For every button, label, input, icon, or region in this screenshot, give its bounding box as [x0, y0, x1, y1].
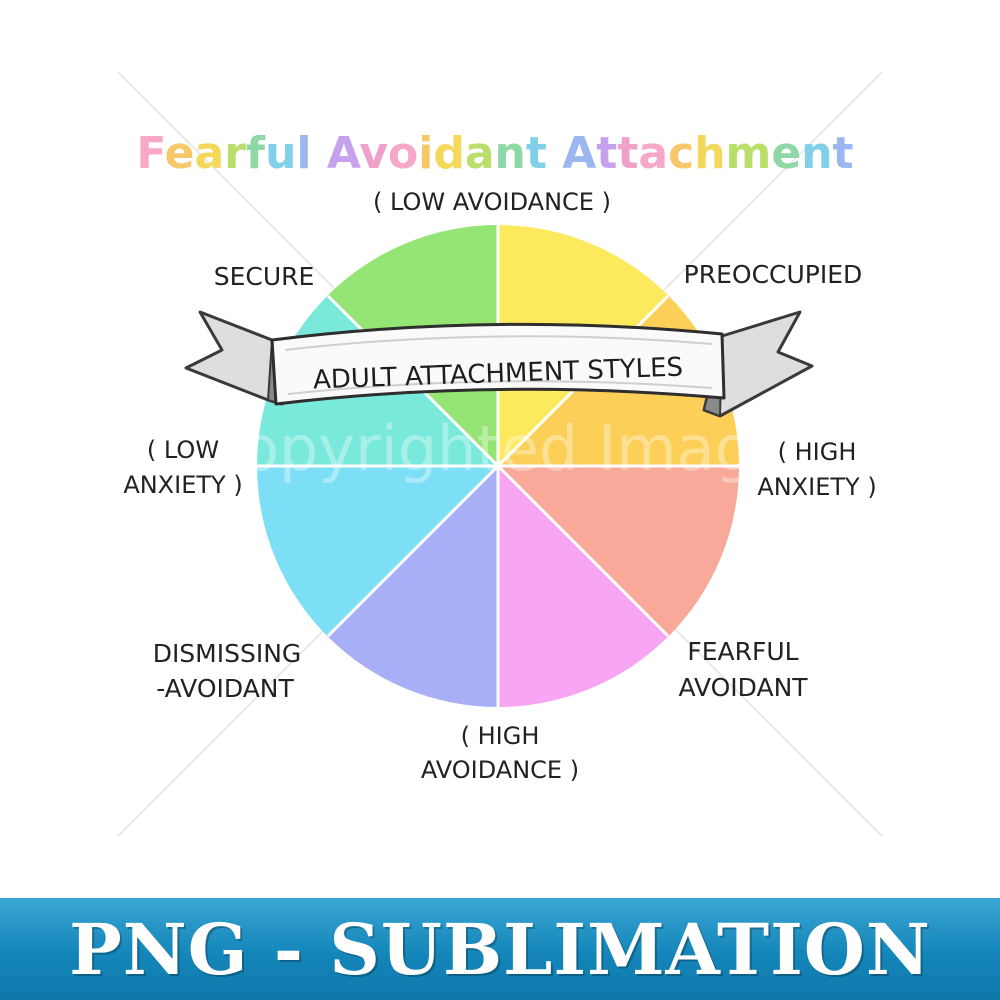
label-high-avoidance-line1: ( HIGH	[461, 722, 540, 750]
label-fearful-line2: AVOIDANT	[678, 673, 808, 702]
label-dismissing-line1: DISMISSING	[153, 639, 302, 668]
label-high-anxiety-line1: ( HIGH	[778, 438, 857, 466]
banner-ribbon	[184, 310, 814, 418]
label-secure: SECURE	[214, 262, 315, 291]
label-fearful-line1: FEARFUL	[687, 637, 798, 666]
watermark-text: Copyrighted Image	[198, 412, 792, 485]
diagram-title: Fearful Avoidant Attachment	[136, 128, 853, 179]
footer-banner: PNG - SUBLIMATION	[0, 898, 1000, 1000]
footer-text: PNG - SUBLIMATION	[69, 907, 931, 991]
label-dismissing-line2: -AVOIDANT	[156, 674, 294, 703]
label-high-avoidance-line2: AVOIDANCE )	[421, 756, 579, 784]
label-low-avoidance: ( LOW AVOIDANCE )	[373, 188, 611, 216]
wheel-segment	[327, 466, 498, 707]
wheel-segment	[257, 466, 498, 637]
label-low-anxiety-line1: ( LOW	[147, 436, 219, 464]
label-high-anxiety-line2: ANXIETY )	[757, 473, 876, 501]
wheel-segment	[498, 466, 669, 707]
wheel-segment	[498, 466, 739, 637]
label-preoccupied: PREOCCUPIED	[684, 260, 863, 289]
label-low-anxiety-line2: ANXIETY )	[123, 471, 242, 499]
